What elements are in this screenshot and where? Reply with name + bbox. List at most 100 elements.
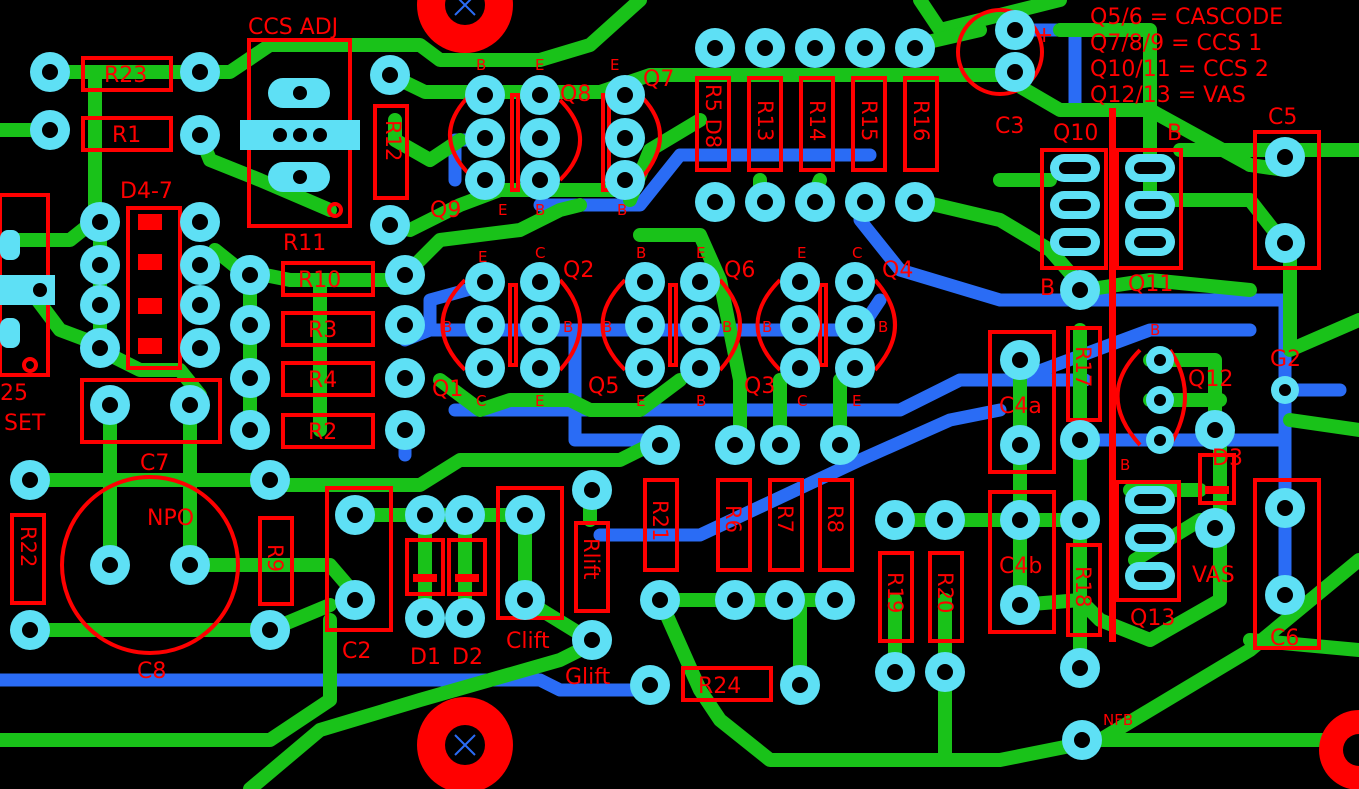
pad-hole — [832, 437, 848, 453]
oval-pad-hole — [1059, 236, 1091, 248]
pad-hole — [792, 274, 808, 290]
pad-hole — [477, 87, 493, 103]
silkscreen-labels: CCS ADJ R23 R1 R11 D4-7 R10 R3 R4 R2 25 … — [0, 5, 1301, 729]
pin-b: B — [1120, 456, 1130, 474]
note-cascode: Q5/6 = CASCODE — [1090, 5, 1283, 30]
pad-hole — [192, 64, 208, 80]
label-q11: Q11 — [1128, 272, 1173, 297]
pad-hole — [807, 40, 823, 56]
label-r25: 25 — [0, 381, 28, 406]
oval-pad-hole — [1134, 494, 1166, 506]
pad-hole — [532, 172, 548, 188]
pad-hole — [457, 507, 473, 523]
pin-b: B — [602, 318, 612, 336]
label-rlift: Rlift — [579, 538, 603, 580]
label-c5: C5 — [1268, 105, 1297, 130]
oval-pad-hole — [1059, 199, 1091, 211]
pad-hole — [192, 127, 208, 143]
diode-bands — [138, 214, 1229, 582]
pin-b: B — [442, 318, 452, 336]
pad-hole — [847, 274, 863, 290]
pad-hole — [907, 194, 923, 210]
pad-hole — [727, 437, 743, 453]
label-q4: Q4 — [882, 258, 913, 283]
pad-hole — [92, 257, 108, 273]
label-set: SET — [4, 411, 46, 436]
pad-hole — [457, 610, 473, 626]
pad-hole — [477, 360, 493, 376]
pad-hole — [792, 677, 808, 693]
pad-hole — [584, 482, 600, 498]
label-q3: Q3 — [744, 374, 775, 399]
pin-b: B — [696, 392, 706, 410]
label-q8: Q8 — [560, 82, 591, 107]
pad-hole — [1012, 352, 1028, 368]
label-clift: Clift — [506, 629, 550, 654]
label-r17: R17 — [1071, 346, 1095, 387]
pad-hole — [1277, 587, 1293, 603]
pad-hole — [707, 194, 723, 210]
pin-c: C — [797, 392, 807, 410]
label-r14: R14 — [805, 100, 829, 141]
pad-hole — [192, 214, 208, 230]
label-nfb: NFB — [1103, 711, 1133, 729]
pad-hole — [92, 214, 108, 230]
pad-hole — [182, 557, 198, 573]
pad-hole — [1007, 64, 1023, 80]
pad-hole — [397, 370, 413, 386]
pin-b: B — [722, 318, 732, 336]
pad-hole — [907, 40, 923, 56]
label-r20: R20 — [933, 572, 957, 613]
pad-hole — [102, 557, 118, 573]
pad-hole — [1072, 660, 1088, 676]
pad-hole — [42, 122, 58, 138]
pad-hole — [1207, 422, 1223, 438]
pin-e: E — [478, 248, 487, 266]
pad-hole — [637, 360, 653, 376]
pad-hole — [777, 592, 793, 608]
pad-hole — [242, 370, 258, 386]
pin-b: B — [1167, 121, 1182, 146]
pad-hole — [857, 194, 873, 210]
label-r2: R2 — [308, 420, 337, 445]
pad-hole — [792, 360, 808, 376]
pin-e: E — [535, 56, 544, 74]
label-d1: D1 — [410, 645, 441, 670]
pad-hole — [772, 437, 788, 453]
label-vas: VAS — [1192, 563, 1235, 588]
label-r19: R19 — [883, 572, 907, 613]
pad-hole — [1012, 512, 1028, 528]
label-r21: R21 — [648, 500, 672, 541]
pad-hole — [1072, 432, 1088, 448]
pad-hole — [1012, 437, 1028, 453]
label-r15: R15 — [857, 100, 881, 141]
label-c4a: C4a — [999, 394, 1042, 419]
pad-hole — [887, 664, 903, 680]
label-r12: R12 — [381, 120, 405, 161]
pad-hole — [22, 472, 38, 488]
pad-hole — [182, 397, 198, 413]
pad-hole — [532, 130, 548, 146]
oval-pad-hole — [1134, 199, 1166, 211]
label-r23: R23 — [104, 63, 147, 88]
label-r18: R18 — [1071, 566, 1095, 607]
label-r5-d8: R5 D8 — [701, 84, 725, 148]
pad-hole — [262, 622, 278, 638]
label-r13: R13 — [753, 100, 777, 141]
transistor-oval-pads — [1050, 154, 1175, 590]
pad-hole — [637, 317, 653, 333]
mounting-hole-edge — [1319, 710, 1359, 789]
pad-hole — [397, 267, 413, 283]
pin-e: E — [636, 392, 645, 410]
label-r9: R9 — [263, 544, 287, 572]
label-r10: R10 — [298, 268, 341, 293]
label-d2: D2 — [452, 645, 483, 670]
pad-hole — [1074, 732, 1090, 748]
pad-hole — [347, 592, 363, 608]
pad-hole — [417, 610, 433, 626]
pin-c: C — [476, 392, 486, 410]
pin-b: B — [636, 244, 646, 262]
pad-hole — [477, 130, 493, 146]
pad-hole — [1207, 520, 1223, 536]
